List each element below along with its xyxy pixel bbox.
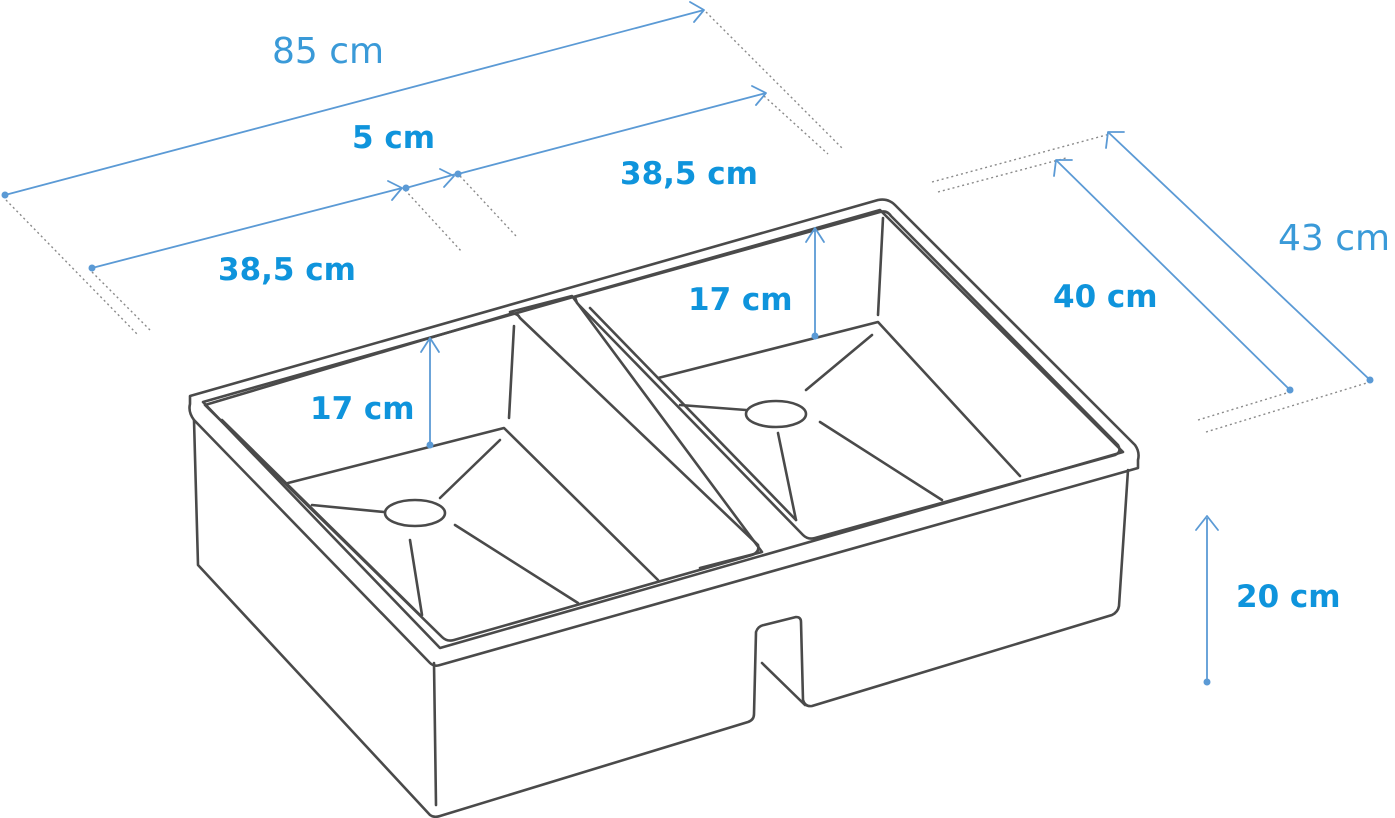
dimension-lines [1,1,1374,686]
dim-right-bowl-width-arrow [751,85,767,106]
label-right-bowl-width: 38,5 cm [620,156,758,192]
sink-body-notch [760,661,807,707]
left-bowl-corner-left [220,418,422,617]
right-bowl-corner-left [588,306,798,522]
dim-left-bowl-width-arrow [387,180,403,201]
dim-height-dot [1203,678,1211,686]
dim-bowl-length-arrow [1053,159,1073,177]
dim-bowl-length-line [1055,159,1291,391]
dim-bowl-length-dot [1286,386,1294,394]
sink-body-front [192,418,1130,818]
dim-left-bowl-width-dot [88,264,96,272]
sink-rim-outer [188,198,1140,667]
right-bowl-corner-back [876,216,885,317]
left-bowl-floor-line2 [438,438,502,500]
label-right-bowl-depth: 17 cm [688,282,793,318]
extension-lines [5,11,1371,433]
dim-gap-dot [402,184,410,192]
right-bowl-drain [744,399,808,429]
left-bowl-rim [203,312,760,642]
right-bowl-floor [656,320,1022,478]
sink-outline [188,198,1140,818]
left-bowl-floor [286,426,660,582]
left-bowl-floor-line3 [453,523,580,605]
label-height: 20 cm [1236,579,1341,615]
dim-total-width-arrow [689,1,705,23]
dim-total-width-dot [1,191,9,199]
right-bowl-floor-line4 [776,431,798,522]
dim-right-depth-dot [811,332,819,340]
left-bowl-floor-line1 [310,503,386,514]
dim-left-bowl-width-line [91,187,403,269]
dim-left-depth-arrow [420,337,440,353]
dim-gap-line [405,173,457,189]
label-bowl-length: 40 cm [1053,279,1158,315]
dim-total-depth-arrow [1105,131,1125,149]
label-gap: 5 cm [352,120,435,156]
label-left-bowl-depth: 17 cm [310,391,415,427]
dimension-labels: 85 cm 5 cm 38,5 cm 38,5 cm 17 cm 17 cm 4… [218,31,1390,615]
dim-right-bowl-width-line [457,92,767,175]
left-bowl-corner-back [507,324,516,420]
dim-left-depth-dot [426,441,434,449]
right-bowl-rim [573,210,1121,540]
label-left-bowl-width: 38,5 cm [218,252,356,288]
dim-total-depth-line [1107,131,1371,381]
label-total-width: 85 cm [272,31,384,72]
right-bowl-floor-line1 [678,403,748,412]
sink-divider [508,294,764,570]
right-bowl-floor-line2 [804,333,874,392]
dim-total-depth-dot [1366,376,1374,384]
left-bowl-drain [383,498,447,528]
right-bowl-floor-line3 [818,420,944,502]
dim-right-depth-arrow [805,227,825,243]
dim-gap-arrow [439,168,455,188]
label-total-depth: 43 cm [1278,218,1390,259]
left-bowl-floor-line4 [408,538,424,617]
dim-total-width-line [4,9,705,196]
sink-body-edge [432,661,438,807]
dim-height-arrow [1195,515,1219,531]
